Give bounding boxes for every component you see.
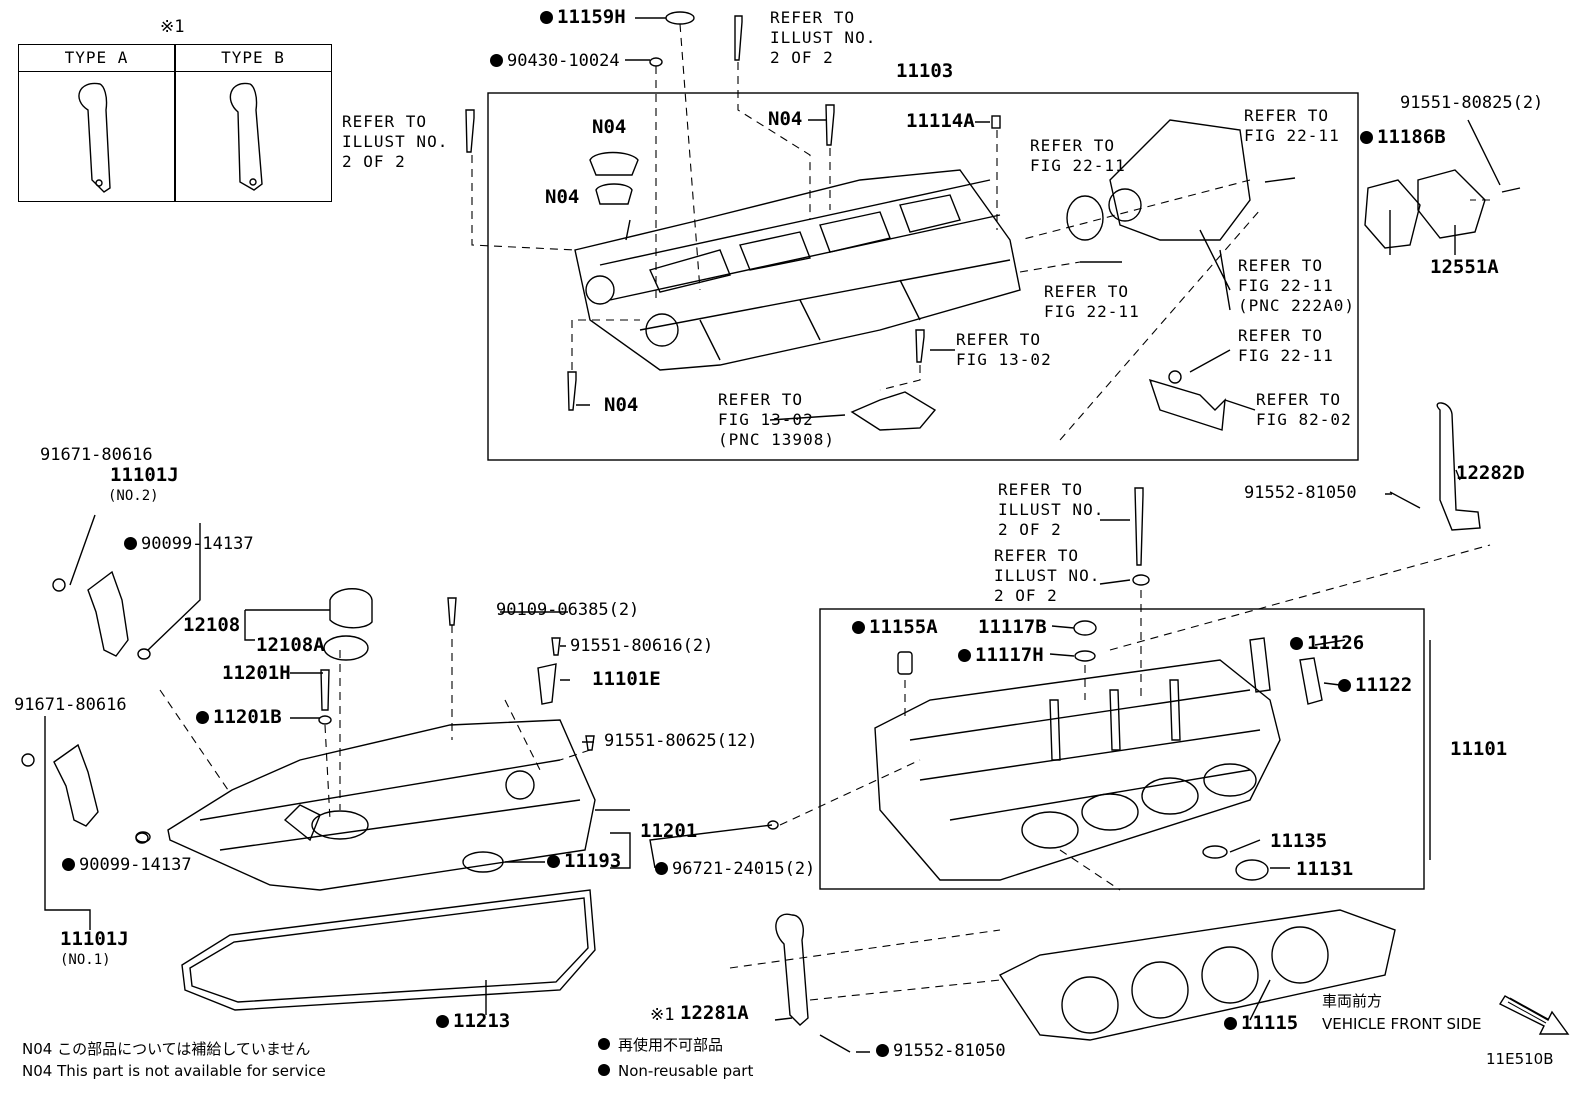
non-reusable-dot-icon — [1224, 1017, 1237, 1030]
ref-illust-mid-2[interactable]: REFER TO ILLUST NO. 2 OF 2 — [994, 546, 1101, 605]
ref-illust-mid-1[interactable]: REFER TO ILLUST NO. 2 OF 2 — [998, 480, 1105, 539]
part-n04-left[interactable]: N04 — [545, 186, 580, 208]
figure-code: 11E510B — [1486, 1050, 1554, 1068]
non-reusable-dot-icon — [124, 537, 137, 550]
ref-illust-top[interactable]: REFER TO ILLUST NO. 2 OF 2 — [770, 8, 877, 67]
n04-note-jp: N04 この部品については補給していません — [22, 1040, 311, 1058]
type-table: TYPE A TYPE B — [18, 44, 332, 202]
part-91671-80616-a[interactable]: 91671-80616 — [40, 445, 153, 465]
non-reusable-dot-icon — [876, 1044, 889, 1057]
ref-fig-22-11-e[interactable]: REFER TO FIG 22-11 — [1238, 326, 1334, 365]
front-direction-en: VEHICLE FRONT SIDE — [1322, 1015, 1482, 1033]
non-reusable-note-en: Non-reusable part — [598, 1060, 753, 1082]
part-90099-14137-b[interactable]: 90099-14137 — [62, 856, 192, 875]
non-reusable-dot-icon — [655, 862, 668, 875]
non-reusable-note-jp: 再使用不可部品 — [598, 1034, 723, 1056]
ref-fig-13-02-b[interactable]: REFER TO FIG 13-02 (PNC 13908) — [718, 390, 835, 449]
ref-fig-22-11-d[interactable]: REFER TO FIG 22-11 (PNC 222A0) — [1238, 256, 1355, 315]
ref-fig-13-02-a[interactable]: REFER TO FIG 13-02 — [956, 330, 1052, 369]
part-11114a[interactable]: 11114A — [906, 110, 975, 132]
non-reusable-dot-icon — [958, 649, 971, 662]
part-11126[interactable]: 11126 — [1290, 634, 1364, 653]
part-11115[interactable]: 11115 — [1224, 1014, 1298, 1033]
non-reusable-dot-icon — [196, 711, 209, 724]
type-table-marker: ※1 — [160, 17, 185, 37]
camshaft-housing-drawing — [574, 169, 1021, 371]
part-11135[interactable]: 11135 — [1270, 830, 1328, 852]
part-12551a[interactable]: 12551A — [1430, 256, 1499, 278]
non-reusable-dot-icon — [1338, 679, 1351, 692]
part-11193[interactable]: 11193 — [547, 852, 621, 871]
type-table-divider — [174, 45, 176, 201]
part-91552-81050-b[interactable]: 91552-81050 — [876, 1042, 1006, 1061]
non-reusable-dot-icon — [1290, 637, 1303, 650]
non-reusable-dot-icon — [540, 11, 553, 24]
non-reusable-dot-icon — [436, 1015, 449, 1028]
part-91551-80825[interactable]: 91551-80825(2) — [1400, 93, 1544, 113]
non-reusable-dot-icon — [490, 54, 503, 67]
part-12108a[interactable]: 12108A — [256, 634, 325, 656]
non-reusable-dot-icon — [1360, 131, 1373, 144]
part-90109-06385[interactable]: 90109-06385(2) — [496, 600, 640, 620]
non-reusable-dot-icon — [852, 621, 865, 634]
part-11101j-no1[interactable]: 11101J — [60, 928, 129, 950]
ocv-no2 — [52, 570, 151, 660]
part-11117h[interactable]: 11117H — [958, 646, 1044, 665]
cylinder-head-drawing — [874, 659, 1281, 881]
part-91671-80616-b[interactable]: 91671-80616 — [14, 695, 127, 715]
part-11131[interactable]: 11131 — [1296, 858, 1354, 880]
part-90099-14137-a[interactable]: 90099-14137 — [124, 535, 254, 554]
part-11201b[interactable]: 11201B — [196, 708, 282, 727]
part-11101j-no2-sub: (NO.2) — [108, 488, 159, 504]
ref-fig-82-02[interactable]: REFER TO FIG 82-02 — [1256, 390, 1352, 429]
part-n04-mid[interactable]: N04 — [768, 108, 803, 130]
part-91551-80616[interactable]: 91551-80616(2) — [570, 636, 714, 656]
part-11117b[interactable]: 11117B — [978, 616, 1047, 638]
cylinder-head-frame — [819, 608, 1425, 890]
non-reusable-dot-icon — [598, 1064, 610, 1076]
front-direction-arrow — [1498, 995, 1570, 1035]
part-91552-81050-a[interactable]: 91552-81050 — [1244, 483, 1357, 503]
ref-fig-22-11-b[interactable]: REFER TO FIG 22-11 — [1244, 106, 1340, 145]
part-n04-top[interactable]: N04 — [592, 116, 627, 138]
non-reusable-dot-icon — [62, 858, 75, 871]
n04-note-en: N04 This part is not available for servi… — [22, 1062, 326, 1080]
part-11155a[interactable]: 11155A — [852, 618, 938, 637]
part-11103[interactable]: 11103 — [896, 60, 954, 82]
type-a-header: TYPE A — [19, 45, 174, 72]
part-12108[interactable]: 12108 — [183, 614, 241, 636]
part-11101j-no1-sub: (NO.1) — [60, 952, 111, 968]
part-11186b[interactable]: 11186B — [1360, 128, 1446, 147]
head-cover-drawing — [167, 719, 596, 891]
type-b-header: TYPE B — [175, 45, 331, 72]
part-12282d[interactable]: 12282D — [1456, 462, 1525, 484]
camshaft-housing-frame — [487, 92, 1359, 461]
part-11101[interactable]: 11101 — [1450, 738, 1508, 760]
part-11201h[interactable]: 11201H — [222, 662, 291, 684]
part-11122[interactable]: 11122 — [1338, 676, 1412, 695]
part-91551-80625[interactable]: 91551-80625(12) — [604, 731, 758, 751]
ref-illust-left[interactable]: REFER TO ILLUST NO. 2 OF 2 — [342, 112, 449, 171]
part-11159h[interactable]: 11159H — [540, 8, 626, 27]
part-12281a[interactable]: 12281A — [680, 1002, 749, 1024]
ocv-no1 — [21, 743, 149, 844]
part-12281a-marker: ※1 — [650, 1005, 675, 1025]
non-reusable-dot-icon — [598, 1038, 610, 1050]
ref-fig-22-11-c[interactable]: REFER TO FIG 22-11 — [1044, 282, 1140, 321]
non-reusable-dot-icon — [547, 855, 560, 868]
part-11213[interactable]: 11213 — [436, 1012, 510, 1031]
part-11201[interactable]: 11201 — [640, 820, 698, 842]
part-n04-bottom[interactable]: N04 — [604, 394, 639, 416]
ref-fig-22-11-a[interactable]: REFER TO FIG 22-11 — [1030, 136, 1126, 175]
part-11101j-no2[interactable]: 11101J — [110, 464, 179, 486]
part-90430-10024[interactable]: 90430-10024 — [490, 52, 620, 71]
part-11101e[interactable]: 11101E — [592, 668, 661, 690]
front-direction-jp: 車両前方 — [1322, 992, 1383, 1010]
part-96721-24015[interactable]: 96721-24015(2) — [655, 860, 815, 879]
